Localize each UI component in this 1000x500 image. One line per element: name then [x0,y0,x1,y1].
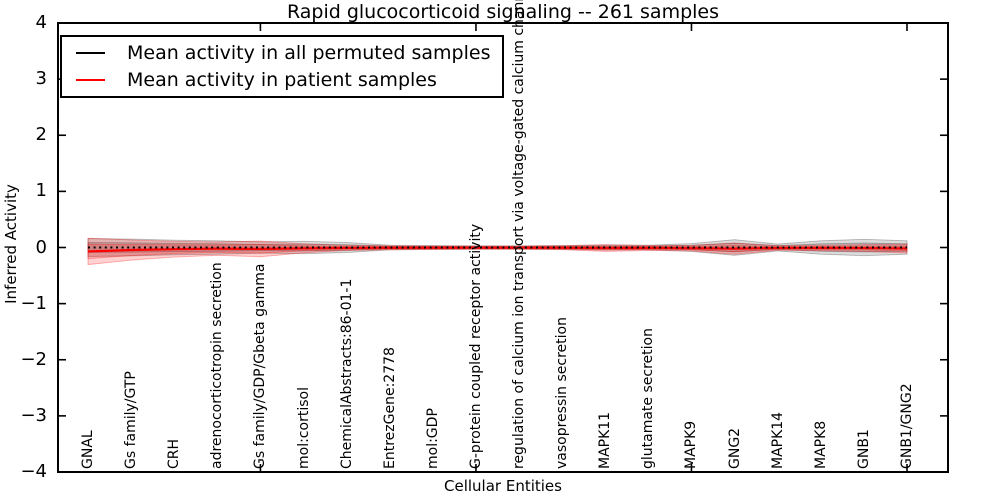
x-category-label: GNAL [80,430,96,469]
x-category-label: Gs family/GDP/Gbeta gamma [252,263,269,470]
x-category-label: glutamate secretion [640,328,657,469]
legend-item: Mean activity in all permuted samples [76,42,502,64]
x-category-label: ChemicalAbstracts:86-01-1 [338,278,355,469]
y-tick-label: 3 [35,68,47,90]
y-tick-label: −1 [20,292,47,314]
y-tick-label: 0 [35,236,47,258]
legend-item-label: Mean activity in patient samples [127,69,437,91]
x-category-label: GNG2 [726,427,743,469]
x-category-label: G-protein coupled receptor activity [467,223,484,469]
x-category-label: GNB1/GNG2 [899,383,915,469]
x-category-label: EntrezGene:2778 [381,347,398,469]
legend-line-sample [76,79,105,81]
x-category-label: MAPK11 [597,411,614,469]
x-category-label: regulation of calcium ion transport via … [511,0,528,469]
y-tick-label: 1 [35,180,47,202]
x-category-label: adrenocorticotropin secretion [209,262,226,469]
x-category-label: MAPK9 [683,420,700,469]
x-category-label: mol:cortisol [295,387,312,469]
x-category-label: CRH [166,438,183,469]
y-tick-label: −4 [20,461,47,482]
x-category-label: vasopressin secretion [554,317,571,469]
legend-item: Mean activity in patient samples [76,69,502,91]
legend-line-sample [76,52,105,54]
x-category-label: MAPK14 [769,411,786,469]
band-patient [87,237,908,266]
x-category-label: Gs family/GTP [123,371,140,469]
y-tick-label: −3 [20,404,47,426]
y-tick-label: 4 [35,12,47,33]
x-category-label: MAPK8 [812,420,829,469]
x-category-label: mol:GDP [424,408,441,469]
chart-title: Rapid glucocorticoid signaling -- 261 sa… [286,1,720,23]
y-tick-label: −2 [20,348,47,370]
y-tick-label: 2 [35,124,47,146]
legend-item-label: Mean activity in all permuted samples [127,42,491,64]
x-category-label: GNB1 [855,429,872,469]
x-axis-label: Cellular Entities [444,477,562,495]
